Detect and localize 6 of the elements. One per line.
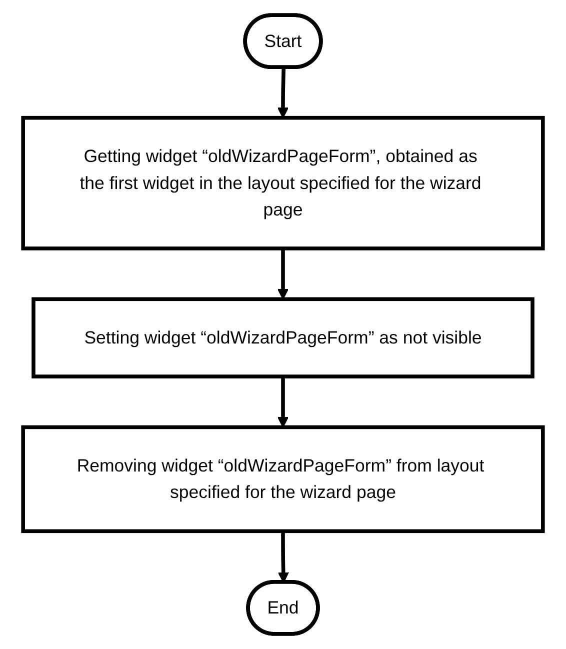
- node-box: Getting widget “oldWizardPageForm”, obtained as the first widget in the layout specified for the wizard page: [21, 116, 545, 250]
- arrow: [277, 248, 289, 300]
- arrow: [277, 376, 289, 428]
- node-box: Removing widget “oldWizardPageForm” from layout specified for the wizard page: [21, 425, 545, 534]
- arrow: [277, 68, 289, 118]
- node-box: Setting widget “oldWizardPageForm” as not visible: [32, 297, 534, 378]
